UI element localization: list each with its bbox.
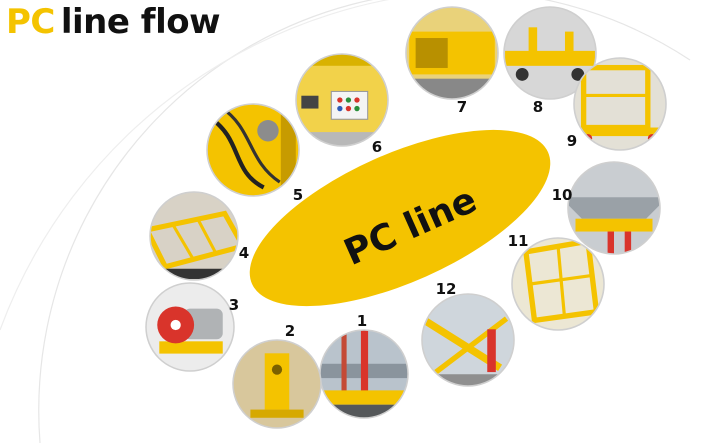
step-number-8: 8	[533, 98, 543, 116]
step-number-2: 2	[285, 322, 295, 340]
flow-step-4: 4	[149, 191, 249, 281]
step-photo-3	[145, 282, 235, 372]
title-accent: PC	[6, 2, 55, 42]
step-number-11: 11	[508, 232, 529, 250]
step-photo-frame	[503, 6, 597, 100]
step-photo-12	[421, 293, 515, 387]
step-photo-frame	[511, 237, 605, 331]
step-photo-6	[295, 53, 389, 147]
step-photo-frame	[145, 282, 235, 372]
flow-step-7: 7	[405, 6, 499, 116]
step-number-3: 3	[229, 296, 239, 314]
flow-step-5: 5	[206, 103, 303, 204]
step-photo-5	[206, 103, 300, 197]
step-photo-1	[319, 329, 409, 419]
flow-step-12: 12	[421, 280, 515, 387]
step-photo-11	[511, 237, 605, 331]
step-number-7: 7	[457, 98, 467, 116]
flow-step-9: 9	[567, 57, 667, 151]
center-ellipse-group: PC line	[249, 129, 551, 307]
step-number-10: 10	[552, 186, 573, 204]
step-photo-frame	[206, 103, 300, 197]
flow-step-3: 3	[145, 282, 239, 372]
step-photo-2	[232, 339, 322, 429]
step-number-12: 12	[436, 280, 457, 298]
flow-step-1: 1	[319, 312, 409, 419]
step-photo-frame	[573, 57, 667, 151]
flow-step-10: 10	[552, 161, 661, 255]
step-photo-4	[149, 191, 239, 281]
step-photo-frame	[295, 53, 389, 147]
step-photo-7	[405, 6, 499, 100]
step-photo-frame	[149, 191, 239, 281]
step-photo-10	[567, 161, 661, 255]
step-number-6: 6	[372, 138, 382, 156]
flow-step-6: 6	[295, 53, 389, 156]
step-photo-frame	[567, 161, 661, 255]
flow-step-2: 2	[232, 322, 322, 429]
step-photo-frame	[232, 339, 322, 429]
center-ellipse	[249, 129, 551, 307]
flow-step-11: 11	[508, 232, 605, 331]
step-photo-9	[573, 57, 667, 151]
step-photo-frame	[405, 6, 499, 100]
step-number-4: 4	[239, 244, 249, 262]
step-number-5: 5	[293, 186, 303, 204]
step-number-1: 1	[357, 312, 367, 330]
step-number-9: 9	[567, 132, 577, 150]
step-photo-frame	[421, 293, 515, 387]
title-rest: line flow	[60, 2, 221, 42]
